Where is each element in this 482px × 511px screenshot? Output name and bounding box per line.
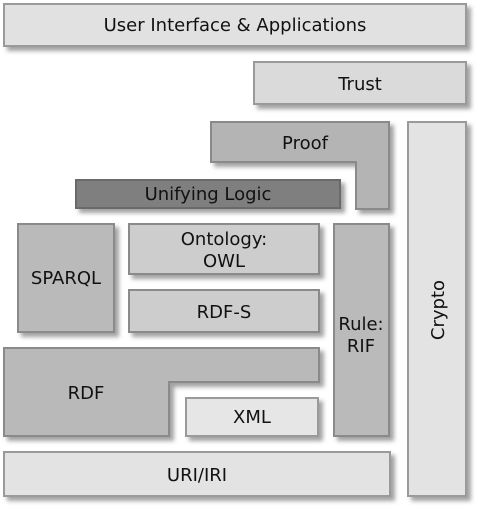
layer-crypto: Crypto: [407, 121, 467, 497]
layer-uri-iri: URI/IRI: [3, 451, 391, 497]
layer-unifying-logic-label: Unifying Logic: [145, 184, 272, 205]
layer-uri-iri-label: URI/IRI: [167, 465, 227, 486]
layer-trust-label: Trust: [337, 74, 382, 95]
layer-ontology-label-line1: Ontology:: [181, 229, 268, 250]
layer-unifying-logic: Unifying Logic: [75, 179, 341, 209]
layer-rdfs: RDF-S: [128, 289, 320, 333]
layer-rdfs-label: RDF-S: [197, 302, 252, 323]
layer-rule-label-line1: Rule:: [338, 314, 383, 335]
layer-rule-rif: Rule: RIF: [333, 223, 390, 437]
layer-rdf-label: RDF: [68, 383, 105, 404]
layer-ontology-owl: Ontology: OWL: [128, 223, 320, 275]
layer-sparql: SPARQL: [17, 223, 115, 333]
layer-ui-apps-label: User Interface & Applications: [104, 15, 367, 36]
layer-xml: XML: [185, 397, 319, 437]
layer-rule-label-line2: RIF: [347, 336, 375, 357]
layer-rdf: RDF: [3, 347, 320, 437]
layer-proof: Proof: [210, 121, 390, 210]
layer-xml-label: XML: [233, 407, 271, 428]
layer-trust: Trust: [253, 61, 467, 105]
layer-crypto-label: Crypto: [428, 280, 449, 340]
layer-proof-label: Proof: [282, 133, 329, 154]
layer-ontology-label-line2: OWL: [203, 251, 245, 272]
layer-sparql-label: SPARQL: [31, 268, 101, 289]
layer-ui-apps: User Interface & Applications: [3, 3, 467, 47]
